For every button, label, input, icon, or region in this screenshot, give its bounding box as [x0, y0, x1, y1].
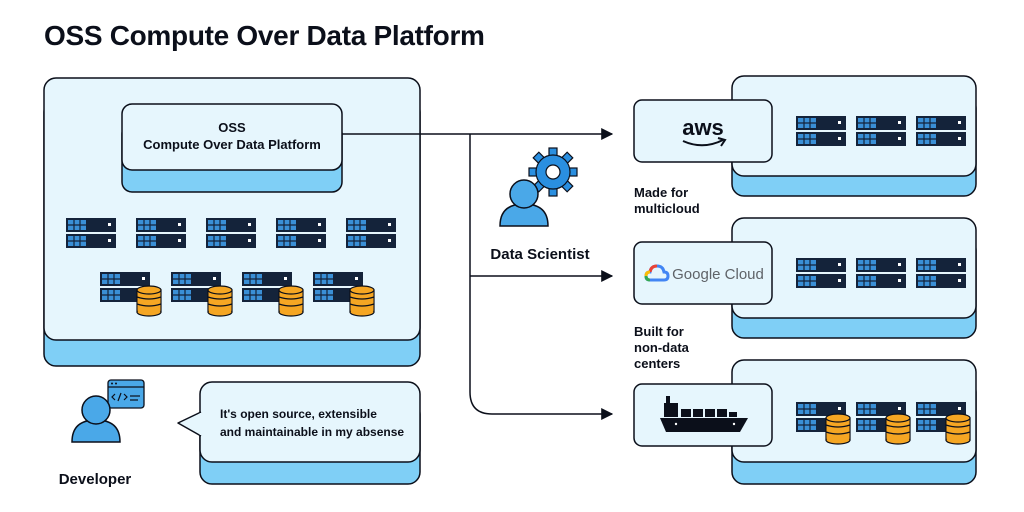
developer-speech-bubble: It's open source, extensible and maintai… — [177, 381, 421, 485]
non-data-center-note-line3: centers — [634, 356, 680, 371]
database-icon — [207, 285, 233, 317]
platform-title-line2: Compute Over Data Platform — [143, 137, 321, 152]
multicloud-note-line2: multicloud — [634, 201, 700, 216]
database-icon — [278, 285, 304, 317]
database-icon — [136, 285, 162, 317]
google-cloud-logo-icon — [644, 264, 670, 282]
aws-cluster: aws — [633, 75, 977, 197]
page-title: OSS Compute Over Data Platform — [44, 20, 485, 51]
platform-title-box: OSS Compute Over Data Platform — [121, 103, 343, 193]
aws-logo-icon: aws — [682, 115, 727, 147]
non-data-center-note-line1: Built for — [634, 324, 684, 339]
non-data-center-note-line2: non-data — [634, 340, 690, 355]
aws-card — [633, 99, 773, 163]
connector-lines — [342, 128, 614, 420]
gear-icon — [528, 147, 578, 197]
database-icon — [885, 413, 911, 445]
arrow-to-ship — [469, 391, 614, 420]
speech-line2: and maintainable in my absense — [220, 425, 404, 439]
cargo-ship-icon — [660, 396, 748, 432]
data-scientist: Data Scientist — [490, 147, 590, 263]
google-cloud-logo-text: Google Cloud — [672, 266, 764, 283]
platform-title-line1: OSS — [218, 120, 246, 135]
database-icon — [945, 413, 971, 445]
edge-cluster — [633, 359, 977, 485]
database-icon — [349, 285, 375, 317]
code-window-icon — [107, 379, 145, 409]
speech-line1: It's open source, extensible — [220, 407, 377, 421]
database-icon — [825, 413, 851, 445]
developer: Developer — [59, 379, 145, 488]
data-scientist-label: Data Scientist — [490, 246, 589, 263]
google-cloud-cluster: Google Cloud — [633, 217, 977, 339]
google-cloud-card — [633, 241, 773, 305]
multicloud-note-line1: Made for — [634, 185, 688, 200]
aws-logo-text: aws — [682, 115, 724, 140]
developer-label: Developer — [59, 471, 132, 488]
